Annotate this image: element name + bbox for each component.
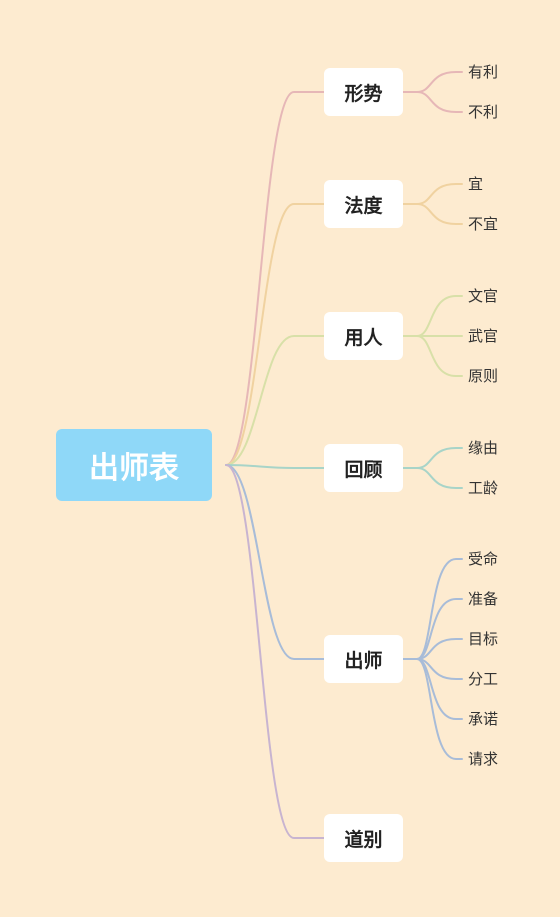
branch-node-review[interactable]: 回顾 [324, 444, 403, 492]
branch-node-situation[interactable]: 形势 [324, 68, 403, 116]
leaf-node[interactable]: 请求 [468, 750, 499, 768]
leaf-node[interactable]: 工龄 [468, 479, 499, 497]
leaf-node[interactable]: 承诺 [468, 710, 499, 728]
leaf-connector [402, 658, 463, 680]
branch-label: 道别 [344, 828, 383, 851]
leaf-connector [402, 203, 463, 225]
leaf-node[interactable]: 有利 [468, 63, 499, 81]
leaf-connector [402, 71, 463, 93]
leaf-connector [402, 183, 463, 205]
branch-connector [225, 464, 325, 469]
branch-label: 法度 [344, 194, 383, 217]
leaf-connector [402, 558, 463, 660]
leaf-node[interactable]: 文官 [468, 287, 499, 305]
branch-label: 用人 [344, 326, 383, 349]
leaf-connector [402, 447, 463, 469]
leaf-connector [402, 295, 463, 337]
leaf-node[interactable]: 缘由 [468, 439, 499, 457]
leaf-node[interactable]: 受命 [468, 550, 499, 568]
leaf-node[interactable]: 原则 [468, 367, 499, 385]
leaf-connector [402, 91, 463, 113]
leaf-node[interactable]: 目标 [468, 630, 499, 648]
leaf-connector [402, 335, 463, 377]
leaf-connector [402, 467, 463, 489]
branch-node-personnel[interactable]: 用人 [324, 312, 403, 360]
branch-label: 形势 [344, 82, 383, 105]
branch-connector [225, 91, 325, 466]
root-node[interactable]: 出师表 [56, 429, 212, 501]
branch-node-farewell[interactable]: 道别 [324, 814, 403, 862]
leaf-node[interactable]: 准备 [468, 590, 499, 608]
leaf-node[interactable]: 宜 [468, 175, 484, 193]
leaf-node[interactable]: 武官 [468, 327, 499, 345]
branch-label: 出师 [344, 649, 383, 672]
branch-node-rules[interactable]: 法度 [324, 180, 403, 228]
branch-connector [225, 464, 325, 839]
leaf-connector [402, 658, 463, 760]
branch-node-campaign[interactable]: 出师 [324, 635, 403, 683]
leaf-node[interactable]: 不宜 [468, 215, 499, 233]
leaf-connector [402, 638, 463, 660]
leaf-node[interactable]: 不利 [468, 103, 499, 121]
leaf-node[interactable]: 分工 [468, 670, 499, 688]
root-label: 出师表 [89, 451, 179, 486]
branch-label: 回顾 [344, 458, 383, 481]
branch-connector [225, 335, 325, 466]
branch-connector [225, 464, 325, 660]
branch-connector [225, 203, 325, 466]
